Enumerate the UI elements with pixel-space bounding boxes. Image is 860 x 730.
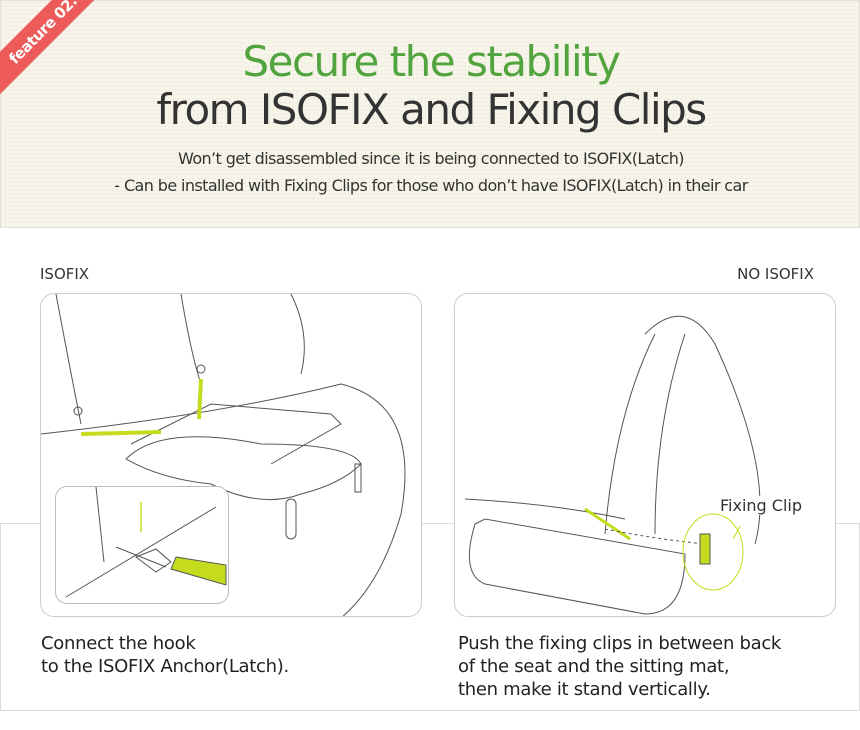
isofix-caption: Connect the hook to the ISOFIX Anchor(La…	[41, 632, 289, 678]
title-line-2: from ISOFIX and Fixing Clips	[156, 85, 707, 134]
subtitle-line-1: Won’t get disassembled since it is being…	[178, 149, 684, 168]
no-isofix-caption-line-2: of the seat and the sitting mat,	[458, 656, 730, 677]
isofix-label: ISOFIX	[40, 265, 90, 283]
no-isofix-caption: Push the fixing clips in between back of…	[458, 632, 781, 701]
no-isofix-illustration: Fixing Clip	[454, 293, 836, 617]
fixing-clip-callout: Fixing Clip	[720, 496, 802, 515]
hook-detail-drawing	[65, 487, 227, 598]
no-isofix-caption-line-1: Push the fixing clips in between back	[458, 633, 782, 654]
isofix-caption-line-2: to the ISOFIX Anchor(Latch).	[41, 656, 289, 677]
hook-detail-inset	[55, 486, 229, 604]
title-line-1: Secure the stability	[242, 37, 621, 86]
feature-header: feature 02. Secure the stability from IS…	[0, 0, 860, 228]
car-seat-isofix-drawing	[41, 294, 406, 616]
subtitle-line-2: - Can be installed with Fixing Clips for…	[114, 176, 748, 195]
no-isofix-label: NO ISOFIX	[737, 265, 814, 283]
car-seat-clip-drawing	[464, 315, 761, 615]
no-isofix-caption-line-3: then make it stand vertically.	[458, 679, 711, 700]
isofix-caption-line-1: Connect the hook	[41, 633, 196, 654]
isofix-illustration	[40, 293, 422, 617]
